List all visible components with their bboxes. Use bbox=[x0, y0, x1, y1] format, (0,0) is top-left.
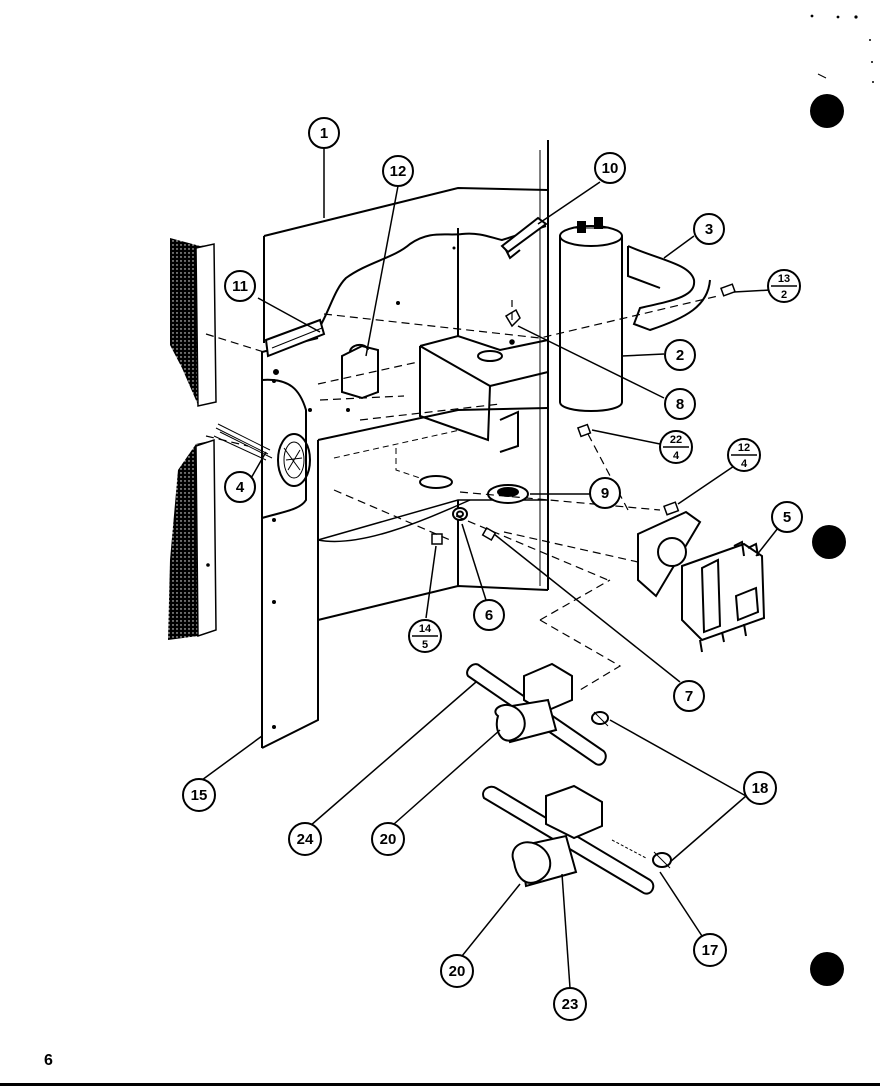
svg-text:5: 5 bbox=[783, 509, 791, 526]
bottom-rule bbox=[0, 1083, 880, 1086]
mounting-bracket bbox=[333, 334, 549, 489]
svg-text:3: 3 bbox=[705, 221, 713, 238]
fastener-8 bbox=[504, 308, 521, 345]
binder-hole bbox=[812, 525, 846, 559]
svg-text:10: 10 bbox=[602, 160, 619, 177]
callout-14-5: 145 bbox=[408, 619, 442, 653]
callout-18: 18 bbox=[743, 771, 777, 805]
svg-text:7: 7 bbox=[685, 688, 693, 705]
callout-20: 20 bbox=[371, 822, 405, 856]
callout-5: 5 bbox=[771, 501, 803, 533]
callout-2: 2 bbox=[664, 339, 696, 371]
washer bbox=[452, 507, 468, 521]
page-number: 6 bbox=[44, 1052, 53, 1069]
svg-text:17: 17 bbox=[702, 942, 719, 959]
callout-24: 24 bbox=[288, 822, 322, 856]
wire-bundle bbox=[213, 423, 273, 461]
svg-text:22: 22 bbox=[670, 434, 682, 446]
callout-6: 6 bbox=[473, 599, 505, 631]
svg-text:12: 12 bbox=[738, 442, 750, 454]
leader-lines bbox=[201, 148, 779, 989]
svg-text:4: 4 bbox=[236, 479, 245, 496]
capacitor-clip bbox=[341, 344, 379, 400]
panel-screw-holes bbox=[272, 246, 456, 729]
callout-20-lower: 20 bbox=[440, 954, 474, 988]
svg-text:13: 13 bbox=[778, 273, 790, 285]
svg-text:5: 5 bbox=[422, 639, 428, 651]
bracket-10 bbox=[500, 216, 548, 260]
svg-text:20: 20 bbox=[449, 963, 466, 980]
callout-3: 3 bbox=[693, 213, 725, 245]
svg-text:12: 12 bbox=[390, 163, 407, 180]
svg-text:11: 11 bbox=[232, 278, 248, 295]
callout-12-4: 124 bbox=[727, 438, 761, 472]
svg-text:20: 20 bbox=[380, 831, 397, 848]
callouts: 1 12 10 3 132 11 2 8 224 124 4 9 5 145 6… bbox=[182, 117, 803, 1021]
svg-text:8: 8 bbox=[676, 396, 684, 413]
bracket-11 bbox=[264, 318, 326, 375]
svg-text:4: 4 bbox=[741, 458, 748, 470]
callout-12: 12 bbox=[382, 155, 414, 187]
svg-text:4: 4 bbox=[673, 450, 680, 462]
svg-text:2: 2 bbox=[676, 347, 684, 364]
dashed-leaders bbox=[205, 295, 719, 691]
svg-text:15: 15 bbox=[191, 787, 208, 804]
service-valve-upper bbox=[466, 662, 609, 766]
svg-text:18: 18 bbox=[752, 780, 769, 797]
callout-17: 17 bbox=[693, 933, 727, 967]
callout-4: 4 bbox=[224, 471, 256, 503]
callout-23: 23 bbox=[553, 987, 587, 1021]
relay bbox=[637, 510, 766, 653]
svg-text:24: 24 bbox=[297, 831, 314, 848]
svg-text:9: 9 bbox=[601, 485, 609, 502]
bushing bbox=[487, 484, 529, 504]
callout-13-2: 132 bbox=[767, 269, 801, 303]
callout-22-4: 224 bbox=[659, 430, 693, 464]
binder-hole bbox=[810, 952, 844, 986]
callout-10: 10 bbox=[594, 152, 626, 184]
callout-15: 15 bbox=[182, 778, 216, 812]
screw bbox=[431, 283, 736, 545]
svg-text:6: 6 bbox=[485, 607, 493, 624]
run-capacitor bbox=[559, 217, 623, 412]
svg-text:2: 2 bbox=[781, 289, 787, 301]
callout-1: 1 bbox=[308, 117, 340, 149]
svg-text:14: 14 bbox=[419, 623, 432, 635]
callout-8: 8 bbox=[664, 388, 696, 420]
svg-text:1: 1 bbox=[320, 125, 328, 142]
binder-hole bbox=[810, 94, 844, 128]
control-panel-box bbox=[261, 140, 549, 749]
callout-7: 7 bbox=[673, 680, 705, 712]
capacitor-strap bbox=[627, 245, 711, 332]
grommet-panel bbox=[261, 378, 311, 519]
corner-specks bbox=[810, 14, 874, 83]
svg-text:23: 23 bbox=[562, 996, 579, 1013]
callout-11: 11 bbox=[224, 270, 256, 302]
callout-9: 9 bbox=[589, 477, 621, 509]
service-valve-lower bbox=[482, 784, 672, 895]
cabinet-side-wall bbox=[168, 238, 217, 640]
